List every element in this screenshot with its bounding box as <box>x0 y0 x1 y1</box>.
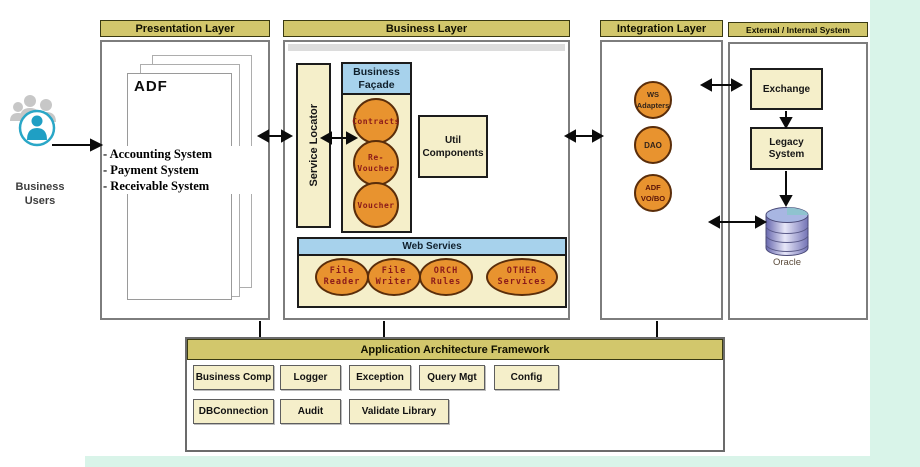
system-item-accounting: - Accounting System <box>103 147 213 161</box>
framework-item-validate-library: Validate Library <box>349 399 449 424</box>
adf-label: ADF <box>134 78 168 95</box>
web-service-file-reader: File Reader <box>315 258 369 296</box>
facade-circle-re-voucher: Re- Voucher <box>353 140 399 186</box>
business-users-icon <box>8 92 70 154</box>
framework-item-dbconnection: DBConnection <box>193 399 274 424</box>
framework-header: Application Architecture Framework <box>187 339 723 360</box>
framework-item-business-comp: Business Comp <box>193 365 274 390</box>
presentation-systems-list: - Accounting System - Payment System - R… <box>103 146 267 194</box>
framework-item-audit: Audit <box>280 399 341 424</box>
integration-circle-ws-adapters: WS Adapters <box>634 81 672 119</box>
oracle-database-icon <box>764 205 810 257</box>
facade-circle-contracts: Contracts <box>352 98 399 144</box>
arrow-business-integration <box>563 129 605 143</box>
util-components-box: Util Components <box>418 115 488 178</box>
integration-circle-dao: DAO <box>634 126 672 164</box>
service-locator-box: Service Locator <box>296 63 331 228</box>
web-service-other-services: OTHER Services <box>486 258 558 296</box>
web-service-orch-rules: ORCH Rules <box>419 258 473 296</box>
business-facade-title: Business Façade <box>343 64 410 95</box>
system-item-payment: - Payment System <box>103 163 199 177</box>
system-item-receivable: - Receivable System <box>103 179 210 193</box>
presentation-layer-header: Presentation Layer <box>100 20 270 37</box>
business-box-shadow-band <box>288 44 565 51</box>
mint-bottom-strip <box>85 456 870 467</box>
framework-item-query-mgt: Query Mgt <box>419 365 485 390</box>
oracle-label: Oracle <box>773 257 801 268</box>
web-service-file-writer: File Writer <box>367 258 421 296</box>
mint-right-strip <box>870 0 920 467</box>
framework-box: Application Architecture Framework Busin… <box>185 337 725 452</box>
external-system-header: External / Internal System <box>728 22 868 37</box>
framework-item-config: Config <box>494 365 559 390</box>
business-users-label: Business Users <box>15 181 65 207</box>
web-services-header: Web Servies <box>299 239 565 256</box>
integration-layer-header: Integration Layer <box>600 20 723 37</box>
business-layer-header: Business Layer <box>283 20 570 37</box>
facade-circle-voucher: Voucher <box>353 182 399 228</box>
framework-item-exception: Exception <box>349 365 411 390</box>
legacy-system-box: Legacy System <box>750 127 823 170</box>
integration-circle-adf-vo-bo: ADF VO/BO <box>634 174 672 212</box>
framework-item-logger: Logger <box>280 365 341 390</box>
exchange-box: Exchange <box>750 68 823 110</box>
